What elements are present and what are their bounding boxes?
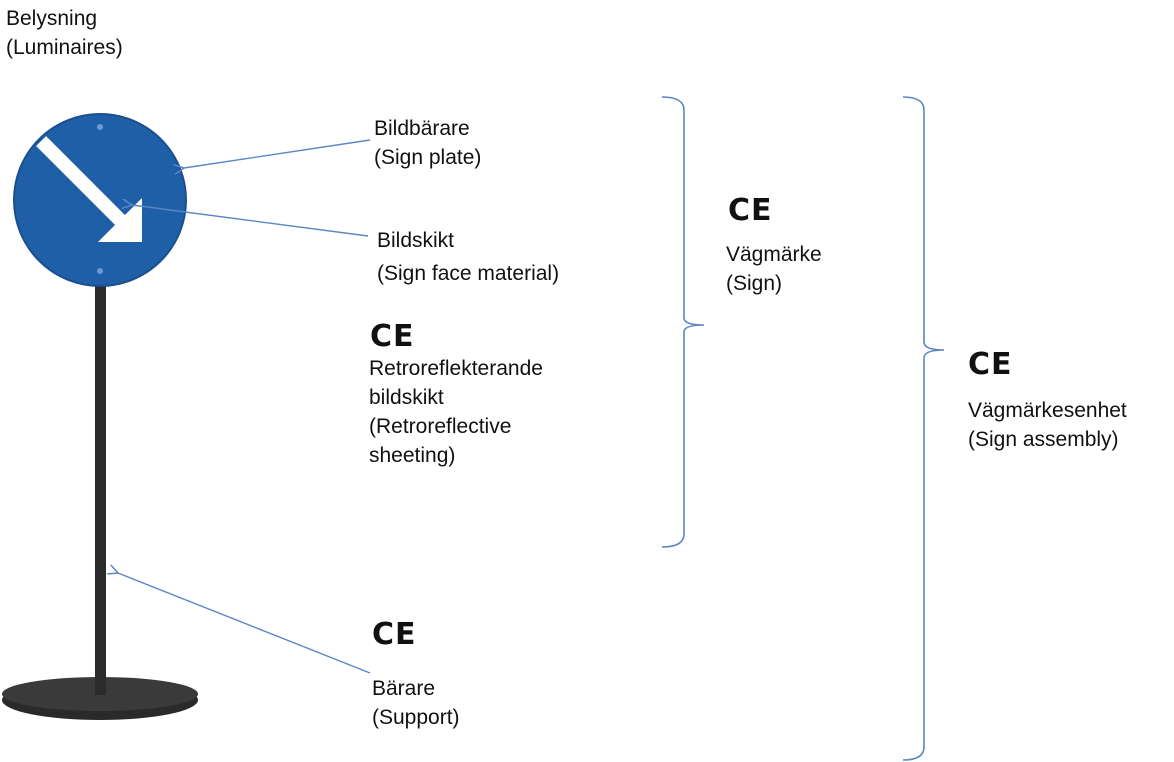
arrow-sign-face (132, 205, 369, 237)
ce-mark-icon: CE (728, 193, 773, 228)
bracket-sign (661, 96, 705, 548)
label-support: Bärare (Support) (372, 674, 460, 732)
road-sign-illustration (2, 113, 198, 720)
label-luminaires-en: (Luminaires) (6, 36, 123, 59)
arrow-support (118, 573, 371, 674)
label-support-sv: Bärare (372, 677, 436, 700)
label-sign-en: (Sign) (726, 272, 783, 295)
sign-bolt-top (97, 124, 103, 130)
brackets (661, 96, 945, 761)
label-sign-face-sv: Bildskikt (377, 229, 455, 252)
ce-mark-icon: CE (968, 347, 1013, 382)
label-retroreflective: Retroreflekterande bildskikt (Retrorefle… (369, 354, 543, 470)
label-sign-assembly: Vägmärkesenhet (Sign assembly) (968, 396, 1127, 454)
label-support-en: (Support) (372, 706, 460, 729)
label-sign: Vägmärke (Sign) (726, 240, 822, 298)
ce-mark-icon: CE (370, 319, 415, 354)
sign-bolt-bottom (97, 268, 103, 274)
label-sign-plate-en: (Sign plate) (374, 146, 482, 169)
label-sign-assembly-en: (Sign assembly) (968, 428, 1119, 451)
label-sign-assembly-sv: Vägmärkesenhet (968, 399, 1127, 422)
label-luminaires: Belysning (Luminaires) (6, 4, 123, 62)
label-luminaires-sv: Belysning (6, 7, 98, 30)
label-retroreflective-line2: bildskikt (369, 386, 444, 409)
arrow-sign-plate (184, 139, 371, 168)
sign-post (95, 285, 106, 695)
label-sign-face-en: (Sign face material) (377, 262, 560, 285)
bracket-sign-assembly (902, 96, 945, 761)
label-retroreflective-line4: sheeting) (369, 444, 456, 467)
label-retroreflective-line1: Retroreflekterande (369, 357, 543, 380)
ce-mark-icon: CE (372, 617, 417, 652)
label-sign-sv: Vägmärke (726, 243, 822, 266)
label-retroreflective-line3: (Retroreflective (369, 415, 512, 438)
label-sign-plate: Bildbärare (Sign plate) (374, 114, 481, 172)
pointer-arrows (118, 139, 371, 674)
label-sign-face: Bildskikt (Sign face material) (377, 226, 559, 288)
label-sign-plate-sv: Bildbärare (374, 117, 470, 140)
